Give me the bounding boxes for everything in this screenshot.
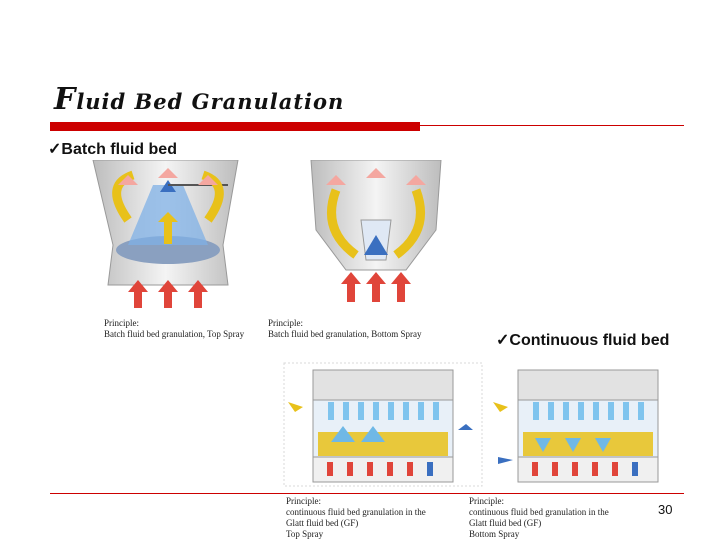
bottom-spray-caption: Principle: Batch fluid bed granulation, … [268, 318, 421, 340]
top-spray-caption: Principle: Batch fluid bed granulation, … [104, 318, 244, 340]
continuous-top-spray-diagram [283, 362, 483, 487]
caption-line: Glatt fluid bed (GF) [469, 518, 609, 529]
footer-line [50, 493, 684, 494]
caption-line: continuous fluid bed granulation in the [469, 507, 609, 518]
checkmark-icon: ✓ [496, 332, 509, 349]
bottom-spray-diagram [306, 160, 446, 310]
checkmark-icon: ✓ [48, 141, 61, 158]
slide-title: Fluid Bed Granulation [54, 82, 344, 117]
caption-line: Principle: [268, 318, 421, 329]
title-initial: F [54, 82, 76, 117]
title-accent-bar [50, 122, 420, 131]
caption-line: Principle: [469, 496, 609, 507]
caption-line: Principle: [286, 496, 426, 507]
caption-line: Batch fluid bed granulation, Bottom Spra… [268, 329, 421, 340]
title-rest: luid Bed Granulation [76, 89, 344, 114]
caption-line: Principle: [104, 318, 244, 329]
continuous-top-spray-caption: Principle: continuous fluid bed granulat… [286, 496, 426, 540]
continuous-heading: ✓Continuous fluid bed [496, 330, 669, 350]
caption-line: Bottom Spray [469, 529, 609, 540]
caption-line: Batch fluid bed granulation, Top Spray [104, 329, 244, 340]
batch-heading: ✓Batch fluid bed [48, 139, 177, 159]
caption-line: Glatt fluid bed (GF) [286, 518, 426, 529]
top-spray-diagram [88, 160, 248, 320]
continuous-heading-text: Continuous fluid bed [509, 332, 669, 349]
continuous-bottom-spray-caption: Principle: continuous fluid bed granulat… [469, 496, 609, 540]
page-number: 30 [658, 502, 672, 517]
caption-line: Top Spray [286, 529, 426, 540]
caption-line: continuous fluid bed granulation in the [286, 507, 426, 518]
continuous-bottom-spray-diagram [488, 362, 684, 487]
batch-heading-text: Batch fluid bed [61, 141, 177, 158]
title-accent-line [420, 125, 684, 126]
